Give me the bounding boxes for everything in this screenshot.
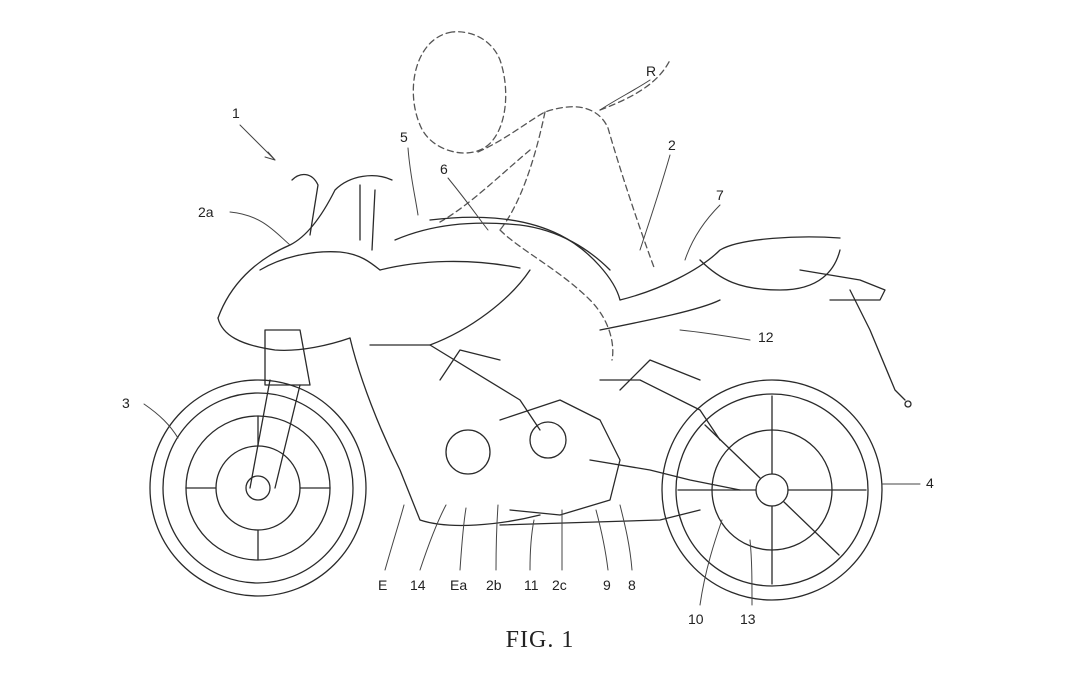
label-8: 8	[628, 577, 636, 593]
tank-seat	[429, 216, 841, 331]
rider-outline	[412, 31, 671, 361]
label-11: 11	[524, 577, 539, 593]
engine-frame	[439, 349, 741, 526]
leader-lines	[143, 79, 921, 606]
label-motorcycle: 1	[232, 105, 240, 121]
label-13: 13	[740, 611, 756, 627]
fairing	[217, 173, 611, 527]
label-seat: 7	[716, 187, 724, 203]
label-handle: 5	[400, 129, 408, 145]
label-9: 9	[603, 577, 611, 593]
label-14: 14	[410, 577, 426, 593]
label-fairing: 2a	[198, 204, 214, 220]
front-wheel	[149, 379, 367, 597]
label-2b: 2b	[486, 577, 502, 593]
label-rider: R	[646, 63, 657, 79]
label-rear-wheel: 4	[926, 475, 934, 491]
label-front-wheel: 3	[122, 395, 130, 411]
label-engine-sub: Ea	[450, 577, 468, 593]
figure-caption: FIG. 1	[505, 627, 575, 653]
label-engine: E	[378, 577, 388, 593]
label-10: 10	[688, 611, 704, 627]
rear-wheel	[661, 379, 883, 601]
front-fork	[249, 329, 311, 489]
label-12: 12	[758, 329, 774, 345]
label-2c: 2c	[552, 577, 567, 593]
tail	[799, 269, 912, 408]
label-body: 2	[668, 137, 676, 153]
label-tank: 6	[440, 161, 448, 177]
